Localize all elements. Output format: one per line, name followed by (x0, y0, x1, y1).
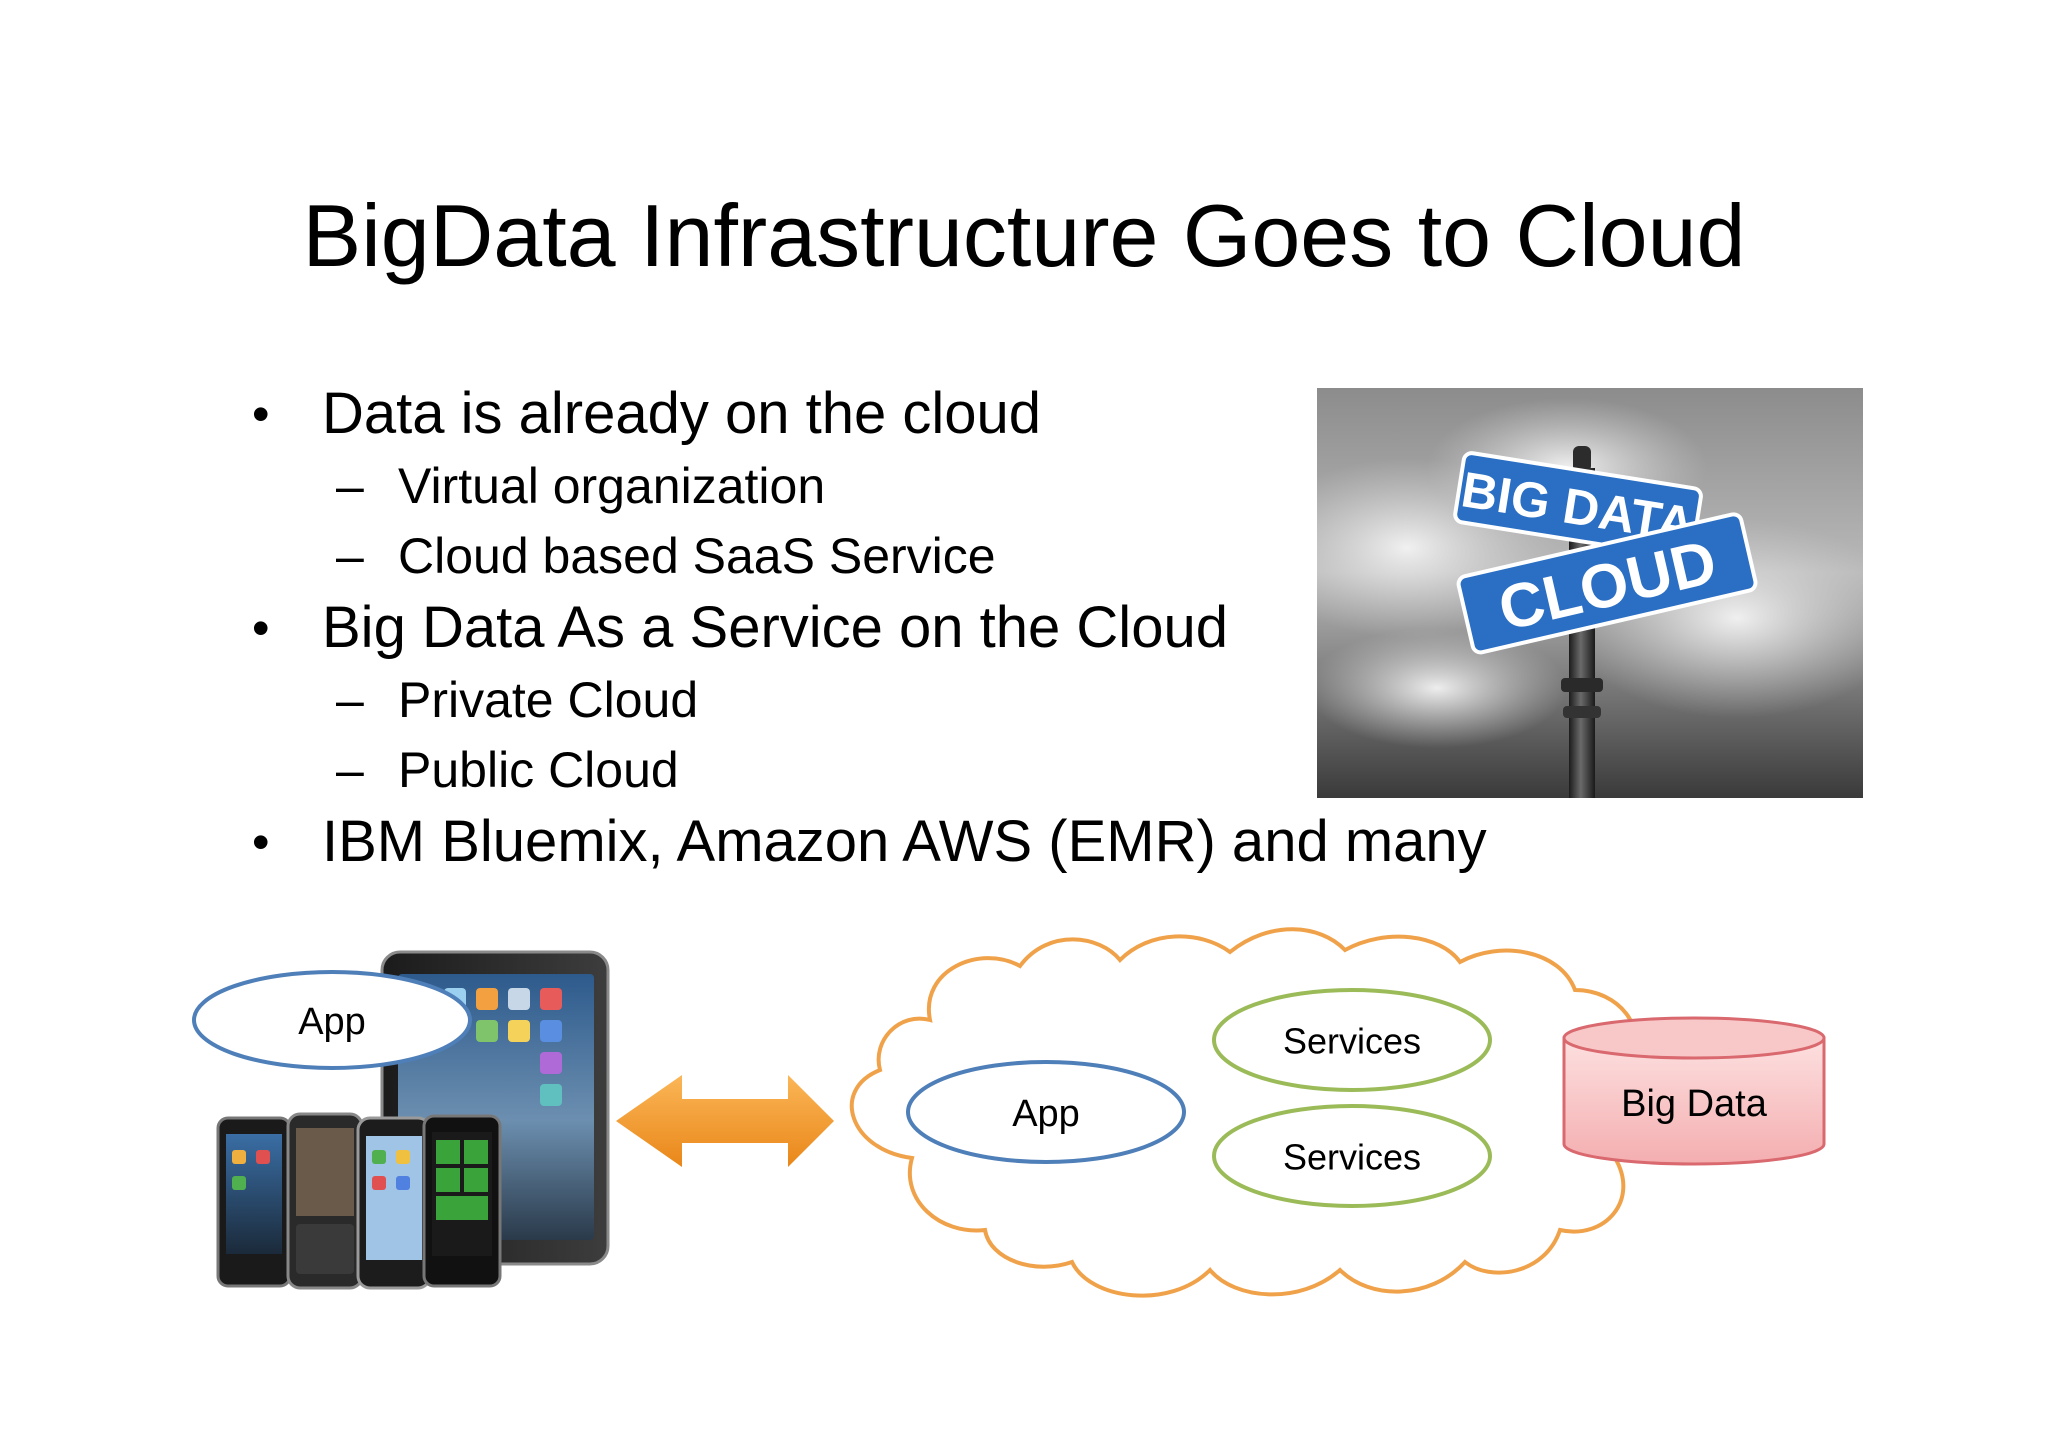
services-label-1: Services (1283, 1021, 1421, 1062)
tablet-app-icon (540, 1052, 562, 1074)
phone-app-tile (464, 1168, 488, 1192)
mobile-devices-image (216, 950, 610, 1290)
tablet-app-icon (508, 1020, 530, 1042)
sub-bullet-2-1: – Private Cloud (250, 666, 1550, 736)
phone-app-icon (396, 1150, 410, 1164)
sub-dash: – (336, 528, 364, 584)
sign-pole-finial (1573, 446, 1591, 472)
bullet-3-text: IBM Bluemix, Amazon AWS (EMR) and many (322, 809, 1487, 874)
sub-dash: – (336, 742, 364, 798)
sign-pole-collar (1561, 678, 1603, 692)
bullet-1: • Data is already on the cloud (250, 378, 1550, 452)
sub-dash: – (336, 672, 364, 728)
bullet-list: • Data is already on the cloud – Virtual… (250, 378, 1550, 880)
tablet-app-icon (476, 988, 498, 1010)
device-app-label: App (298, 1001, 366, 1043)
tablet-app-icon (476, 1020, 498, 1042)
sub-bullet-2-2: – Public Cloud (250, 736, 1550, 806)
bullet-2: • Big Data As a Service on the Cloud (250, 592, 1550, 666)
bidirectional-arrow (616, 1075, 834, 1167)
bullet-3: • IBM Bluemix, Amazon AWS (EMR) and many (250, 806, 1550, 880)
tablet-app-icon (540, 1020, 562, 1042)
photo-cloud (1317, 628, 1567, 748)
sign-bottom-plate (1456, 512, 1758, 655)
phone-app-icon (232, 1176, 246, 1190)
phone-app-icon (372, 1150, 386, 1164)
phone-app-tile (436, 1196, 488, 1220)
sub-dash: – (336, 458, 364, 514)
tablet-app-icon (508, 988, 530, 1010)
device-app-ellipse (192, 970, 472, 1070)
sub-bullet-2-2-text: Public Cloud (398, 742, 679, 798)
phone-app-icon (396, 1176, 410, 1190)
cloud-app-ellipse (906, 1060, 1186, 1164)
phone-app-tile (436, 1140, 460, 1164)
bullet-1-text: Data is already on the cloud (322, 381, 1041, 446)
phone-app-tile (436, 1168, 460, 1192)
phone-app-icon (372, 1176, 386, 1190)
bullet-dot: • (252, 386, 270, 442)
cloud-app-label: App (1012, 1093, 1080, 1135)
bullet-dot: • (252, 814, 270, 870)
phone-app-icon (232, 1150, 246, 1164)
big-data-database: Big Data (1562, 1016, 1826, 1166)
services-ellipse-2 (1212, 1104, 1492, 1208)
phone-keyboard (296, 1224, 354, 1274)
sub-bullet-1-1: – Virtual organization (250, 452, 1550, 522)
services-ellipse-1 (1212, 988, 1492, 1092)
tablet-app-icon (540, 988, 562, 1010)
sub-bullet-1-2: – Cloud based SaaS Service (250, 522, 1550, 592)
phone-app-tile (464, 1140, 488, 1164)
bullet-2-text: Big Data As a Service on the Cloud (322, 595, 1228, 660)
phone-app-icon (256, 1150, 270, 1164)
services-label-2: Services (1283, 1137, 1421, 1178)
sub-bullet-2-1-text: Private Cloud (398, 672, 699, 728)
bullet-dot: • (252, 600, 270, 656)
sub-bullet-1-2-text: Cloud based SaaS Service (398, 528, 996, 584)
big-data-cloud-street-sign-photo: BIG DATA CLOUD (1317, 388, 1863, 798)
tablet-app-icon (540, 1084, 562, 1106)
big-data-label: Big Data (1621, 1083, 1768, 1125)
sub-bullet-1-1-text: Virtual organization (398, 458, 826, 514)
sign-pole-collar (1563, 706, 1601, 718)
phone-screen (296, 1128, 354, 1216)
big-data-cylinder-body (1562, 1036, 1826, 1166)
big-data-cylinder-top (1562, 1016, 1826, 1060)
slide-title: BigData Infrastructure Goes to Cloud (302, 186, 1746, 285)
